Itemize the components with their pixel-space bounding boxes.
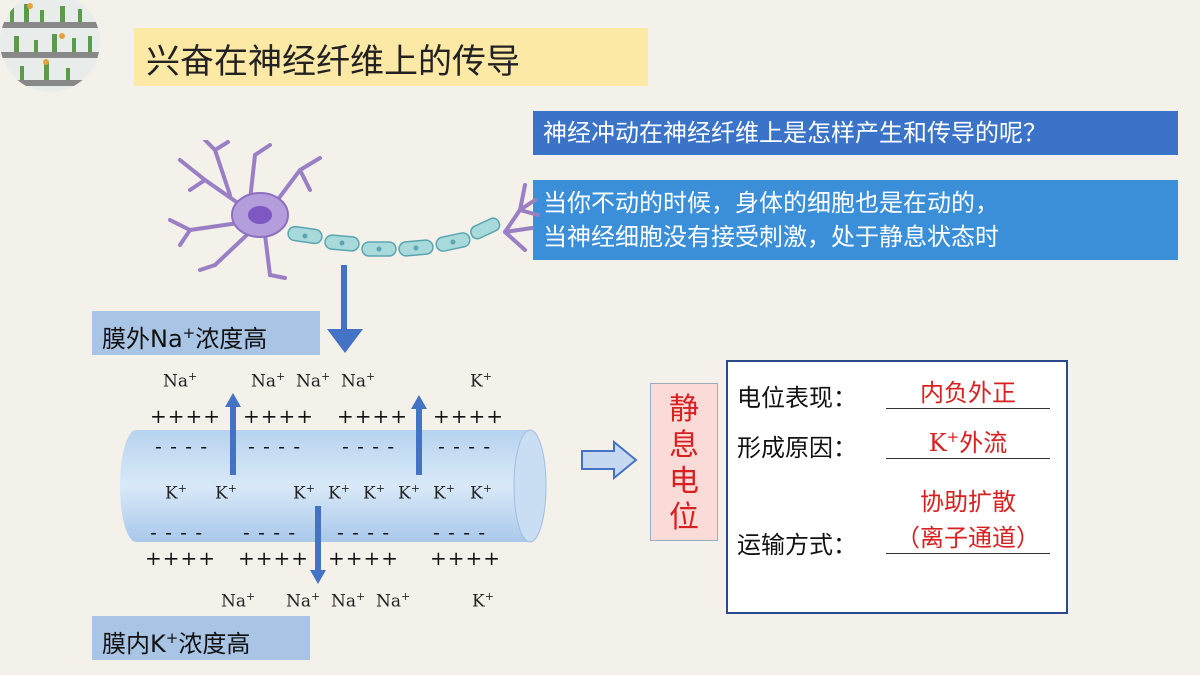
cause-underline [886,458,1050,459]
resting-potential-char: 静 [669,392,699,427]
potential-label: 电位表现： [737,384,857,412]
inner-minus-charges: - - - - [150,520,204,544]
inner-k-ion: K+ [363,482,385,504]
na-channel-arrow-icon [310,506,326,584]
right-arrow-icon [581,440,638,480]
inner-k-ion: K+ [328,482,350,504]
outer-plus-charges: ++++ [430,546,502,570]
cause-answer: K+外流 [928,428,1008,457]
top-na-ion: Na+ [296,370,331,392]
transport-answer-line-2: （离子通道） [896,524,1040,552]
transport-label: 运输方式： [737,531,857,559]
label-inside-prefix: 膜内K [102,630,166,658]
top-na-ion: Na+ [163,370,198,392]
explanation-line-1: 当你不动的时候，身体的细胞也是在动的， [543,189,999,217]
corner-logo [0,0,100,92]
transport-underline [886,553,1050,554]
inner-k-ion: K+ [293,482,315,504]
label-outside-prefix: 膜外Na [102,325,183,353]
bottom-na-ion: Na+ [286,590,321,612]
inner-k-ion: K+ [398,482,420,504]
explanation-line-2: 当神经细胞没有接受刺激，处于静息状态时 [543,223,999,251]
outer-plus-charges: ++++ [328,546,400,570]
cause-label: 形成原因： [737,434,857,462]
membrane-cylinder [120,429,547,543]
inner-minus-charges: - - - - [248,434,302,458]
inner-k-ion: K+ [470,482,492,504]
outer-plus-charges: ++++ [238,546,310,570]
inner-minus-charges: - - - - [337,520,391,544]
label-outside-sup: + [182,324,196,342]
transport-answer-line-1: 协助扩散 [920,488,1016,516]
inner-minus-charges: - - - - [438,434,492,458]
question-box: 神经冲动在神经纤维上是怎样产生和传导的呢？ [533,111,1178,155]
explanation-box: 当你不动的时候，身体的细胞也是在动的， 当神经细胞没有接受刺激，处于静息状态时 [533,180,1178,260]
top-k-ion: K+ [470,370,492,392]
inner-minus-charges: - - - - [155,434,209,458]
outer-plus-charges: ++++ [150,404,222,428]
label-inside-sup: + [165,629,179,647]
page-title: 兴奋在神经纤维上的传导 [146,42,520,82]
resting-potential-box: 静 息 电 位 [650,383,718,541]
resting-potential-char: 位 [669,500,699,535]
outer-plus-charges: ++++ [337,404,409,428]
outer-plus-charges: ++++ [145,546,217,570]
down-arrow-icon [327,265,363,353]
inner-minus-charges: - - - - [433,520,487,544]
label-outside-suffix: 浓度高 [195,325,268,353]
bottom-na-ion: Na+ [376,590,411,612]
label-inside-suffix: 浓度高 [178,630,251,658]
info-panel [726,360,1068,614]
k-efflux-arrow-icon [411,395,427,475]
top-na-ion: Na+ [251,370,286,392]
inner-k-ion: K+ [165,482,187,504]
bottom-na-ion: Na+ [221,590,256,612]
label-outside-na: 膜外Na+浓度高 [92,311,320,355]
inner-k-ion: K+ [215,482,237,504]
neuron-illustration [168,140,540,280]
resting-potential-char: 息 [669,428,699,463]
k-efflux-arrow-icon [225,393,241,475]
outer-plus-charges: ++++ [243,404,315,428]
outer-plus-charges: ++++ [433,404,505,428]
top-na-ion: Na+ [341,370,376,392]
potential-answer: 内负外正 [920,379,1016,407]
label-inside-k: 膜内K+浓度高 [92,616,310,660]
resting-potential-char: 电 [669,464,699,499]
bottom-k-ion: K+ [472,590,494,612]
bottom-na-ion: Na+ [331,590,366,612]
potential-underline [886,408,1050,409]
inner-minus-charges: - - - - [342,434,396,458]
inner-k-ion: K+ [433,482,455,504]
inner-minus-charges: - - - - [243,520,297,544]
title-banner: 兴奋在神经纤维上的传导 [134,28,648,86]
